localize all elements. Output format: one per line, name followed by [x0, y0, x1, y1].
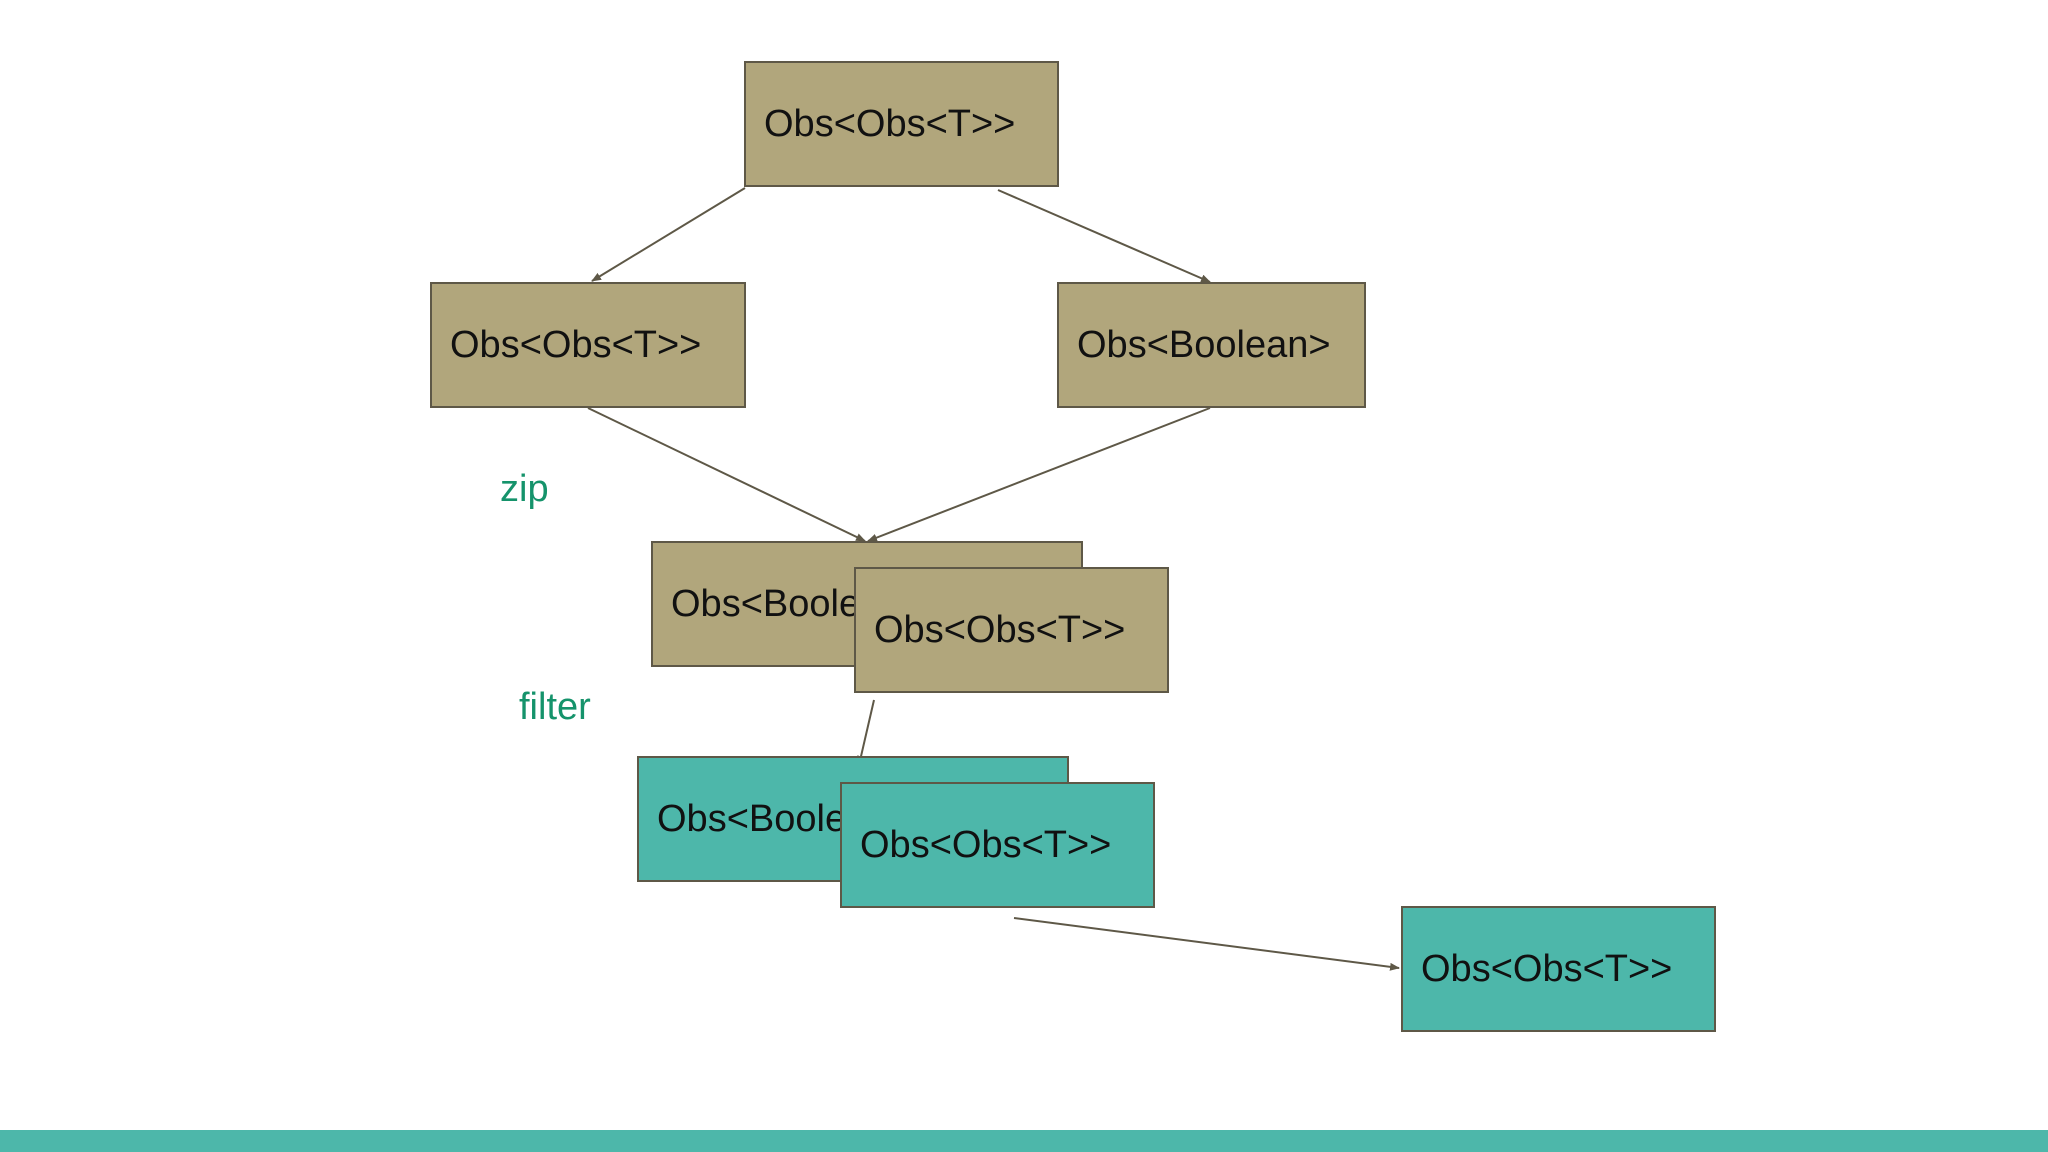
operator-label-zip: zip: [500, 468, 549, 510]
edge-left-to-zip: [587, 407, 866, 542]
footer-bar: [0, 1130, 2048, 1152]
node-left-obs-obs-t: Obs<Obs<T>>: [430, 282, 746, 408]
edge-right-to-zip: [867, 407, 1211, 542]
node-filtered-obs-obs-t: Obs<Obs<T>>: [840, 782, 1155, 908]
node-result-obs-obs-t: Obs<Obs<T>>: [1401, 906, 1716, 1032]
node-right-obs-boolean: Obs<Boolean>: [1057, 282, 1366, 408]
operator-label-filter: filter: [519, 686, 591, 728]
node-root-obs-obs-t: Obs<Obs<T>>: [744, 61, 1059, 187]
edge-root-to-right: [997, 189, 1211, 283]
edge-zip-to-filter: [857, 699, 875, 766]
node-zipped-obs-obs-t: Obs<Obs<T>>: [854, 567, 1169, 693]
edge-root-to-left: [591, 187, 746, 282]
edge-filter-to-result: [1013, 917, 1400, 971]
